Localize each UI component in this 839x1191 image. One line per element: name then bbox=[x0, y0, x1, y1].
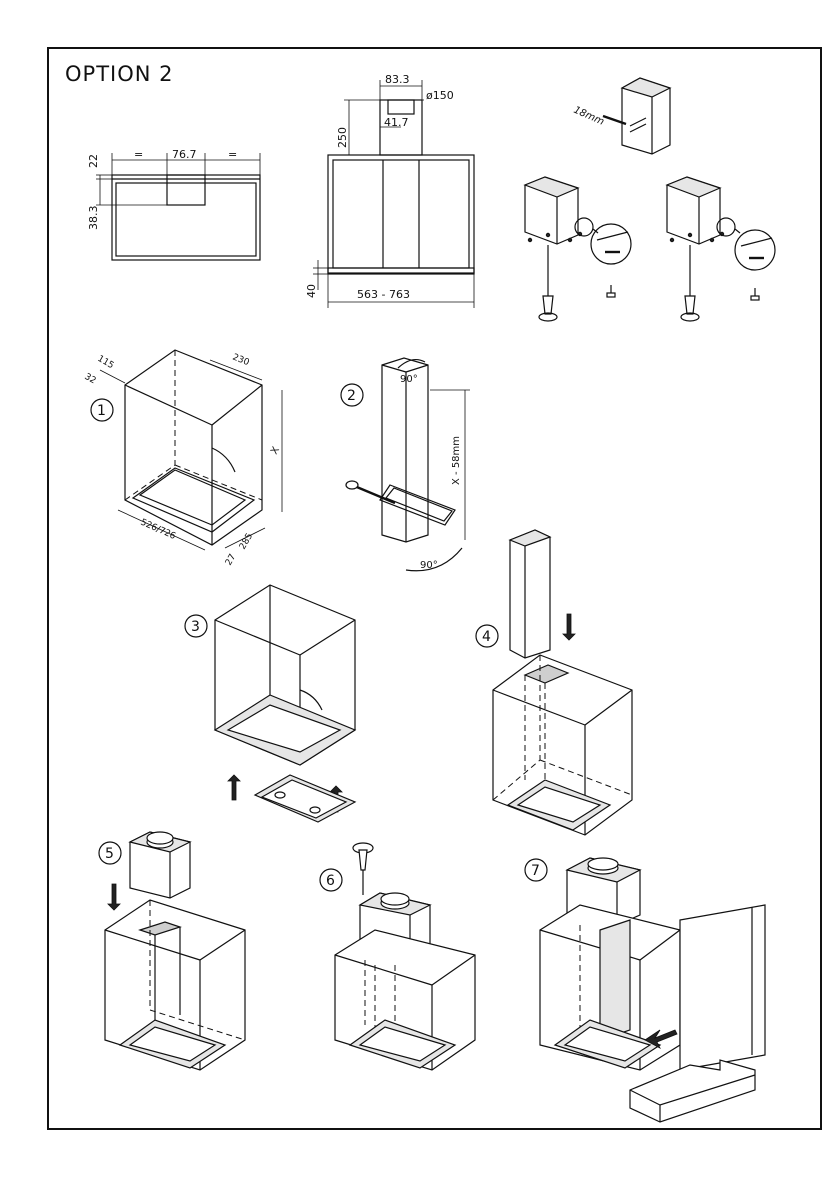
dim-32: 32 bbox=[83, 372, 98, 386]
dim-eq-left: = bbox=[134, 148, 143, 161]
step-7-label: 7 bbox=[531, 863, 540, 879]
dim-x-height: X bbox=[269, 445, 282, 457]
dim-x-58: X - 58mm bbox=[451, 436, 462, 485]
option-title: OPTION 2 bbox=[65, 62, 174, 86]
dim-41: 41.7 bbox=[384, 116, 409, 129]
dim-27: 27 bbox=[224, 553, 238, 568]
step-4-label: 4 bbox=[482, 629, 491, 645]
dim-83: 83.3 bbox=[385, 73, 410, 86]
step-6-label: 6 bbox=[326, 873, 335, 889]
step-2-chimney-cut: 2 90° X - 58mm 90° bbox=[340, 357, 470, 572]
angle-bottom-90: 90° bbox=[420, 560, 438, 571]
top-center-front-view: 83.3 ø150 41.7 250 40 563 - 763 bbox=[305, 73, 475, 308]
page-frame bbox=[47, 47, 822, 1130]
dim-563-763: 563 - 763 bbox=[357, 288, 410, 301]
step-1-cabinet: 1 32 115 230 X 526/726 27 285 bbox=[83, 349, 283, 568]
step-1-label: 1 bbox=[97, 403, 106, 419]
step-6-screw-box: 6 bbox=[319, 842, 476, 1071]
screw-detail-left bbox=[523, 176, 632, 322]
dim-diameter: ø150 bbox=[426, 89, 454, 102]
screw-detail-right bbox=[665, 176, 776, 322]
step-2-label: 2 bbox=[347, 388, 356, 404]
step-7-complete: 7 bbox=[524, 857, 766, 1123]
step-3-label: 3 bbox=[191, 619, 200, 635]
dim-230: 230 bbox=[231, 353, 251, 369]
top-left-front-view: = 76.7 = 22 38.3 bbox=[87, 148, 261, 261]
dim-40: 40 bbox=[305, 284, 318, 298]
dim-height-38: 38.3 bbox=[87, 206, 100, 231]
angle-top-90: 90° bbox=[400, 374, 418, 385]
top-right-box-detail: 18mm bbox=[572, 77, 672, 155]
dim-width-76: 76.7 bbox=[172, 148, 197, 161]
step-3-mount-plate: 3 bbox=[184, 584, 357, 823]
dim-250: 250 bbox=[336, 127, 349, 148]
step-4-insert-chimney: 4 bbox=[475, 529, 633, 836]
dim-18mm: 18mm bbox=[572, 105, 606, 128]
dim-115: 115 bbox=[96, 354, 116, 371]
dim-height-22: 22 bbox=[87, 154, 100, 168]
step-5-label: 5 bbox=[105, 846, 114, 862]
dim-eq-right: = bbox=[228, 148, 237, 161]
step-5-fit-box: 5 bbox=[98, 831, 246, 1071]
